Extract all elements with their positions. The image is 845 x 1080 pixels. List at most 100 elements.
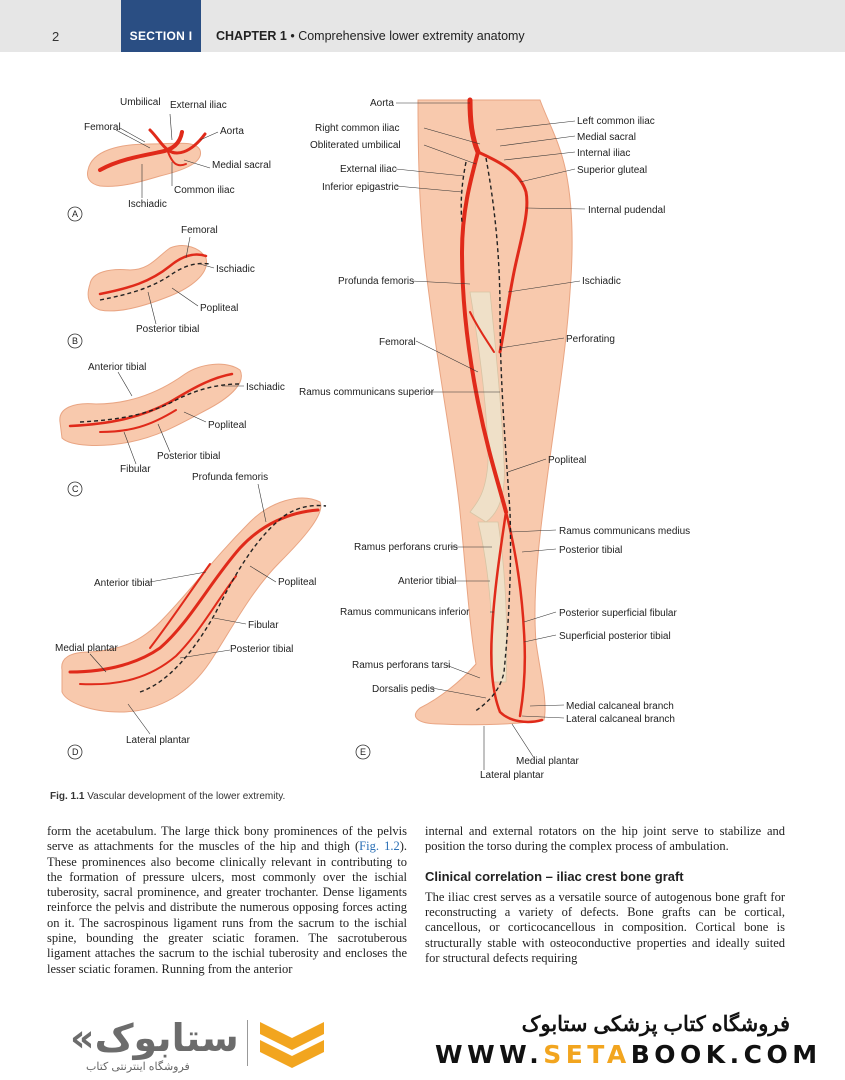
label-femoral-a: Femoral [84, 122, 121, 133]
panel-a-artery [98, 130, 184, 172]
panel-e: Aorta Right common iliac Obliterated umb… [299, 97, 690, 781]
label-ramus-perforans-tarsi: Ramus perforans tarsi [352, 660, 450, 671]
panel-e-aorta [467, 97, 481, 155]
label-fibular-d: Fibular [248, 620, 279, 631]
panel-b-badge [67, 333, 83, 349]
panel-a-badge-text: A [72, 209, 78, 219]
label-popliteal-b: Popliteal [200, 303, 238, 314]
panel-e-vein [473, 157, 512, 713]
left-text-1: form the acetabulum. The large thick bon… [47, 824, 407, 854]
label-lateral-plantar-d: Lateral plantar [126, 735, 191, 746]
panel-e-badge [355, 744, 371, 760]
label-medial-plantar-d: Medial plantar [55, 643, 118, 654]
clinical-correlation-heading: Clinical correlation – iliac crest bone … [425, 868, 684, 884]
label-profunda-femoris-e: Profunda femoris [338, 276, 414, 287]
caption-text: Vascular development of the lower extrem… [87, 791, 286, 802]
label-medial-sacral-e: Medial sacral [577, 132, 636, 143]
figure-1-1: Umbilical External iliac Femoral Aorta M… [0, 52, 845, 792]
right-para-1: internal and external rotators on the hi… [425, 824, 785, 854]
panel-a: Umbilical External iliac Femoral Aorta M… [67, 97, 271, 222]
label-external-iliac-e: External iliac [340, 164, 397, 175]
label-umbilical: Umbilical [120, 97, 161, 108]
label-anterior-tibial-c: Anterior tibial [88, 362, 146, 373]
label-ischiadic-b: Ischiadic [216, 264, 255, 275]
chevron-logo-icon [260, 1022, 324, 1068]
label-obliterated-umbilical: Obliterated umbilical [310, 140, 401, 151]
panel-d-vein [139, 504, 327, 693]
label-lateral-calcaneal-branch: Lateral calcaneal branch [566, 714, 675, 725]
panel-d-limb [61, 497, 322, 713]
panel-d-artery-3 [149, 563, 211, 649]
label-common-iliac-a: Common iliac [174, 185, 235, 196]
label-profunda-femoris-d: Profunda femoris [192, 472, 268, 483]
panel-e-badge-text: E [360, 747, 366, 757]
panel-c-badge-text: C [72, 484, 79, 494]
label-ramus-communicans-medius: Ramus communicans medius [559, 526, 690, 537]
store-logo-text: «ستابوک [70, 1016, 240, 1060]
label-dorsalis-pedis: Dorsalis pedis [372, 684, 435, 695]
panel-b: Femoral Ischiadic Popliteal Posterior ti… [67, 225, 255, 349]
url-highlight: SETA [543, 1040, 631, 1069]
panel-c-badge [67, 481, 83, 497]
label-femoral-e: Femoral [379, 337, 416, 348]
url-prefix: WWW. [435, 1040, 544, 1069]
label-posterior-tibial-d: Posterior tibial [230, 644, 293, 655]
label-ramus-communicans-inferior: Ramus communicans inferior [340, 607, 470, 618]
label-aorta-e: Aorta [370, 98, 394, 109]
panel-a-artery-2 [148, 128, 207, 155]
panel-d-badge-text: D [72, 747, 79, 757]
right-para-2: The iliac crest serves as a versatile so… [425, 889, 785, 966]
label-ischiadic-c: Ischiadic [246, 382, 285, 393]
panel-e-anterior-tibial [490, 510, 544, 724]
label-popliteal-d: Popliteal [278, 577, 316, 588]
panel-a-limb-bud [87, 142, 201, 187]
body-column-left: form the acetabulum. The large thick bon… [47, 824, 407, 977]
label-ischiadic-e: Ischiadic [582, 276, 621, 287]
label-popliteal-e: Popliteal [548, 455, 586, 466]
panel-c-vein [79, 383, 241, 423]
label-ischiadic-a: Ischiadic [128, 199, 167, 210]
logo-divider [247, 1020, 248, 1066]
label-right-common-iliac: Right common iliac [315, 123, 399, 134]
label-external-iliac-a: External iliac [170, 100, 227, 111]
panel-a-artery-3 [167, 151, 187, 167]
panel-e-profunda [469, 311, 495, 353]
label-popliteal-c: Popliteal [208, 420, 246, 431]
url-suffix: BOOK.COM [630, 1040, 822, 1069]
left-text-2: ). These prominences also become clinica… [47, 839, 407, 976]
label-superficial-posterior-tibial: Superficial posterior tibial [559, 631, 671, 642]
caption-label: Fig. 1.1 [50, 791, 85, 802]
label-internal-pudendal: Internal pudendal [588, 205, 665, 216]
panel-e-ischiadic-artery [476, 150, 529, 354]
panel-b-vein [99, 262, 211, 301]
label-internal-iliac: Internal iliac [577, 148, 630, 159]
label-ramus-communicans-superior: Ramus communicans superior [299, 387, 435, 398]
store-logo-subtitle: فروشگاه اینترنتی کتاب [86, 1061, 190, 1073]
label-lateral-plantar-e: Lateral plantar [480, 770, 545, 781]
section-label: SECTION I [129, 29, 193, 43]
panel-c-limb-bud [59, 363, 242, 446]
label-posterior-tibial-b: Posterior tibial [136, 324, 199, 335]
label-fibular-c: Fibular [120, 464, 151, 475]
panel-e-posterior-tibial [504, 510, 527, 718]
figure-caption: Fig. 1.1 Vascular development of the low… [50, 791, 285, 802]
panel-d-artery [68, 508, 320, 674]
label-medial-calcaneal-branch: Medial calcaneal branch [566, 701, 674, 712]
panel-c-artery [68, 372, 234, 428]
fig-1-2-link[interactable]: Fig. 1.2 [359, 839, 400, 854]
panel-d-badge [67, 744, 83, 760]
label-anterior-tibial-d: Anterior tibial [94, 578, 152, 589]
panel-d-artery-2 [79, 575, 237, 686]
label-ramus-perforans-cruris: Ramus perforans cruris [354, 542, 458, 553]
panel-e-femoral-artery [459, 150, 508, 514]
label-posterior-superficial-fibular: Posterior superficial fibular [559, 608, 677, 619]
store-url[interactable]: WWW.SETABOOK.COM [435, 1040, 822, 1069]
label-medial-plantar-e: Medial plantar [516, 756, 579, 767]
label-femoral-b: Femoral [181, 225, 218, 236]
store-name: فروشگاه کتاب پزشکی ستابوک [521, 1013, 790, 1036]
panel-c: Anterior tibial Ischiadic Popliteal Post… [59, 362, 285, 497]
label-perforating: Perforating [566, 334, 615, 345]
panel-a-badge [67, 206, 83, 222]
label-medial-sacral-a: Medial sacral [212, 160, 271, 171]
label-left-common-iliac: Left common iliac [577, 116, 655, 127]
